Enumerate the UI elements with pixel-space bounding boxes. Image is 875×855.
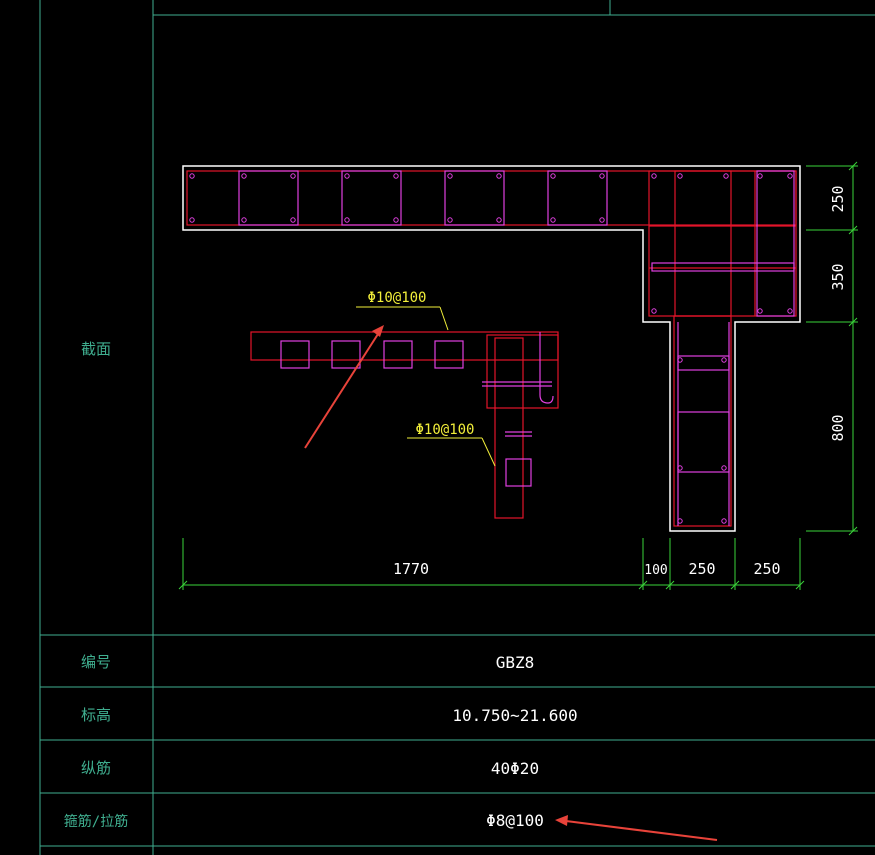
annotation-arrow-up (304, 325, 384, 449)
section-outline (182, 165, 801, 532)
longitudinal-rebar-lines (186, 170, 797, 527)
row-label-stirrup: 箍筋/拉筋 (64, 813, 128, 830)
row-value-id: GBZ8 (496, 653, 535, 672)
row-value-elevation: 10.750~21.600 (452, 706, 577, 725)
row-value-stirrup: Φ8@100 (486, 811, 544, 830)
rebar-bars (189, 173, 793, 524)
dimension-lines (178, 161, 858, 590)
section-label: 截面 (81, 340, 111, 358)
stirrup-callout-1: Φ10@100 (367, 290, 426, 306)
stirrups (238, 170, 795, 526)
row-label-elevation: 标高 (81, 706, 111, 724)
row-label-longitudinal: 纵筋 (81, 759, 111, 777)
dim-right-2: 350 (829, 263, 847, 290)
annotation-arrow-left (555, 815, 718, 841)
dim-bottom-4: 250 (753, 560, 780, 578)
dim-right-3: 800 (829, 414, 847, 441)
row-value-longitudinal: 40Φ20 (491, 759, 539, 778)
row-label-id: 编号 (81, 653, 111, 671)
stirrup-callout-2: Φ10@100 (415, 422, 474, 438)
dim-bottom-3: 250 (688, 560, 715, 578)
callout-leaders (356, 306, 496, 467)
stirrup-detail (250, 331, 559, 519)
dim-bottom-2: 100 (644, 563, 667, 578)
dim-bottom-1: 1770 (393, 560, 429, 578)
dim-right-1: 250 (829, 185, 847, 212)
table-grid (39, 0, 875, 855)
